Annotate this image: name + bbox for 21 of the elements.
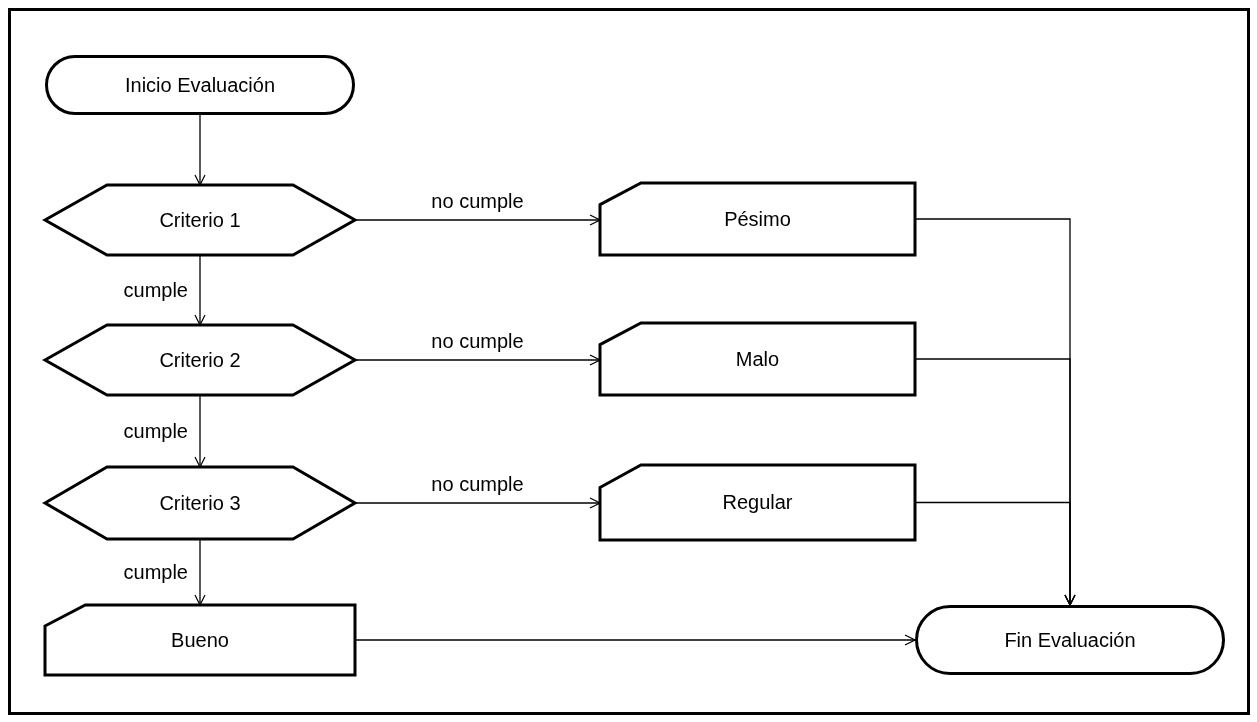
- arrow: [354, 214, 601, 226]
- node-text: Regular: [722, 490, 793, 515]
- node-text: Fin Evaluación: [1004, 627, 1136, 653]
- node-text: Inicio Evaluación: [124, 72, 276, 98]
- arrow: [354, 497, 601, 509]
- manual-input-box: [600, 465, 915, 540]
- node-text: Malo: [735, 346, 780, 372]
- node-text: Bueno: [171, 627, 229, 653]
- terminal-box: [45, 55, 355, 115]
- manual-input-box: [600, 323, 915, 395]
- node-text: Criterio 3: [159, 490, 241, 516]
- arrow: [354, 354, 601, 366]
- manual-input-box: [45, 605, 355, 675]
- arrow: [194, 114, 206, 186]
- node-text: Criterio 1: [159, 207, 241, 233]
- manual-input-box: [600, 183, 915, 255]
- decision-diamond: [45, 325, 355, 395]
- decision-diamond: [45, 467, 355, 539]
- node-text: Criterio 2: [159, 347, 241, 373]
- decision-diamond: [45, 185, 355, 255]
- node-text: Pésimo: [724, 206, 791, 232]
